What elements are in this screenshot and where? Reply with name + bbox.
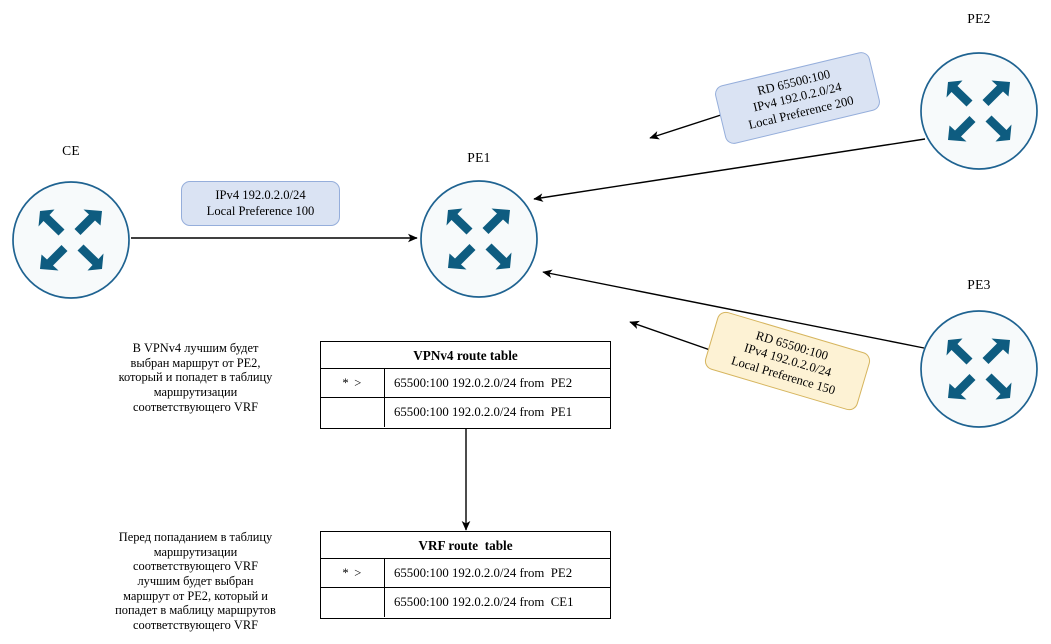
router-label-pe3: PE3: [967, 277, 991, 292]
vrf-route-table[interactable]: VRF route table * > 65500:100 192.0.2.0/…: [320, 531, 611, 619]
vpnv4-route-table[interactable]: VPNv4 route table * > 65500:100 192.0.2.…: [320, 341, 611, 429]
vrf-row-1-flag: [321, 588, 385, 617]
router-pe2[interactable]: [920, 52, 1038, 170]
vrf-row-0-flag: * >: [321, 559, 385, 587]
vrf-table-title: VRF route table: [321, 532, 610, 559]
table-row[interactable]: 65500:100 192.0.2.0/24 from PE1: [321, 398, 610, 427]
router-label-pe1: PE1: [467, 150, 491, 165]
router-pe1[interactable]: [420, 180, 538, 298]
callout-ce-route[interactable]: IPv4 192.0.2.0/24 Local Preference 100: [181, 181, 340, 226]
leader-pe3-callout: [629, 320, 714, 352]
router-ce[interactable]: [12, 181, 130, 299]
table-row[interactable]: 65500:100 192.0.2.0/24 from CE1: [321, 588, 610, 617]
callout-ce-line-2: Local Preference 100: [206, 203, 315, 218]
note-vrf-selection: Перед попаданием в таблицу маршрутизации…: [115, 530, 276, 632]
router-label-ce: CE: [62, 143, 80, 158]
vrf-row-0-route: 65500:100 192.0.2.0/24 from PE2: [394, 566, 573, 580]
leader-pe2-callout: [649, 113, 725, 140]
table-row[interactable]: * > 65500:100 192.0.2.0/24 from PE2: [321, 559, 610, 588]
note-vpnv4-selection: В VPNv4 лучшим будет выбран маршрут от P…: [118, 341, 273, 414]
vrf-row-1-route: 65500:100 192.0.2.0/24 from CE1: [394, 595, 574, 609]
vpnv4-row-0-flag: * >: [321, 369, 385, 397]
vpnv4-table-title: VPNv4 route table: [321, 342, 610, 369]
vpnv4-row-1-flag: [321, 398, 385, 427]
link-pe2-to-pe1: [533, 138, 926, 202]
router-label-pe2: PE2: [967, 11, 991, 26]
callout-pe3-route[interactable]: RD 65500:100 IPv4 192.0.2.0/24 Local Pre…: [702, 309, 873, 413]
vpnv4-row-0-route: 65500:100 192.0.2.0/24 from PE2: [394, 376, 573, 390]
callout-pe2-route[interactable]: RD 65500:100 IPv4 192.0.2.0/24 Local Pre…: [713, 50, 882, 146]
router-pe3[interactable]: [920, 310, 1038, 428]
callout-ce-line-1: IPv4 192.0.2.0/24: [215, 188, 306, 203]
vpnv4-row-1-route: 65500:100 192.0.2.0/24 from PE1: [394, 405, 573, 419]
table-row[interactable]: * > 65500:100 192.0.2.0/24 from PE2: [321, 369, 610, 398]
